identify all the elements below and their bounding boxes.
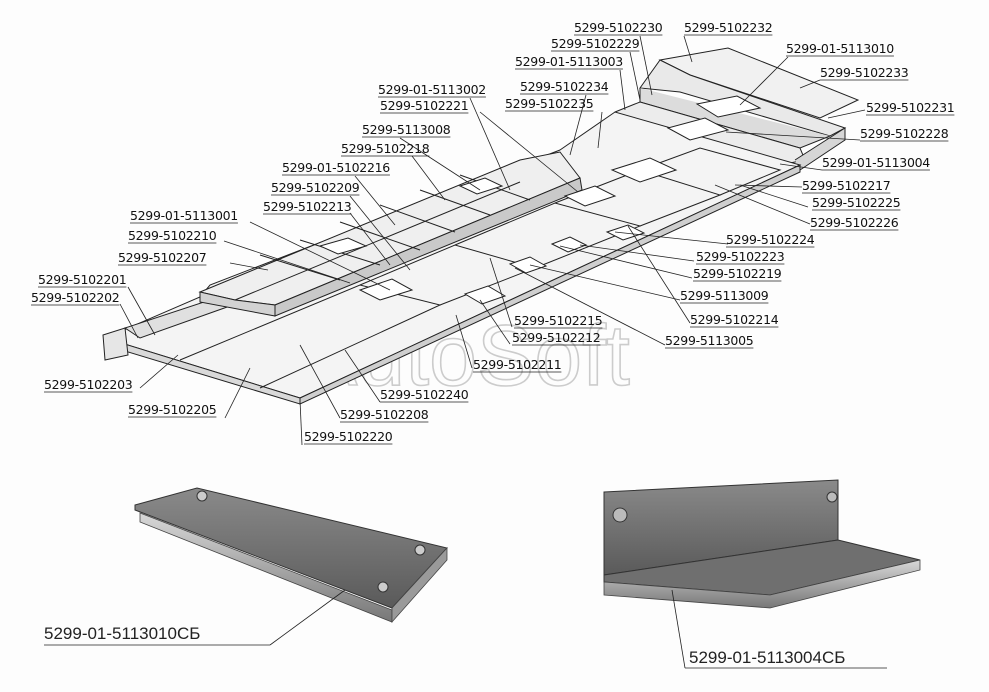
part-label: 5299-5102223: [696, 249, 784, 264]
part-label: 5299-5102235: [505, 96, 593, 111]
part-label: 5299-5102234: [520, 79, 609, 94]
assembly-step-5113004: 5299-01-5113004СБ: [603, 479, 921, 669]
part-label: 5299-5102218: [341, 141, 430, 156]
part-label: 5299-5102229: [551, 36, 640, 51]
assembly-panel-5113010: 5299-01-5113010СБ: [44, 487, 448, 646]
part-label: 5299-5102226: [810, 215, 899, 230]
part-label: 5299-5102233: [820, 65, 908, 80]
part-label: 5299-5102202: [31, 290, 119, 305]
part-label: 5299-01-5102216: [282, 160, 390, 175]
part-label: 5299-5113005: [665, 333, 753, 348]
part-label: 5299-5102232: [684, 20, 772, 35]
assembly-label-right: 5299-01-5113004СБ: [689, 648, 845, 667]
part-label: 5299-01-5113004: [822, 155, 930, 170]
part-label: 5299-5102205: [128, 402, 216, 417]
part-label: 5299-01-5113001: [130, 208, 238, 223]
part-label: 5299-5102214: [690, 312, 779, 327]
part-label: 5299-01-5113002: [378, 82, 486, 97]
part-label: 5299-5102210: [128, 228, 217, 243]
part-label: 5299-5102231: [866, 100, 954, 115]
floor-assembly: [102, 47, 860, 405]
part-label: 5299-5102217: [802, 178, 890, 193]
part-label: 5299-5113009: [680, 288, 769, 303]
part-label: 5299-5102213: [263, 199, 351, 214]
part-label: 5299-5102211: [473, 357, 561, 372]
part-label: 5299-5102224: [726, 232, 815, 247]
part-label: 5299-5102209: [271, 180, 360, 195]
part-label: 5299-5102215: [514, 313, 602, 328]
part-label: 5299-5102225: [812, 195, 900, 210]
part-label: 5299-5102208: [340, 407, 429, 422]
part-label: 5299-5102240: [380, 387, 469, 402]
part-label: 5299-5102212: [512, 330, 600, 345]
part-labels: 5299-5102230 5299-5102232 5299-5102229 5299…: [31, 20, 955, 445]
part-label: 5299-5102228: [860, 126, 949, 141]
assembly-label-left: 5299-01-5113010СБ: [44, 624, 200, 643]
part-label: 5299-5102207: [118, 250, 206, 265]
part-label: 5299-5102221: [380, 98, 468, 113]
part-label: 5299-5102230: [574, 20, 663, 35]
part-label: 5299-01-5113003: [515, 54, 623, 69]
part-label: 5299-5102203: [44, 377, 132, 392]
part-label: 5299-5102220: [304, 429, 393, 444]
part-label: 5299-5102219: [693, 266, 782, 281]
leader-lines: [119, 35, 866, 446]
part-label: 5299-5102201: [38, 272, 126, 287]
part-label: 5299-5113008: [362, 122, 451, 137]
part-label: 5299-01-5113010: [786, 41, 894, 56]
